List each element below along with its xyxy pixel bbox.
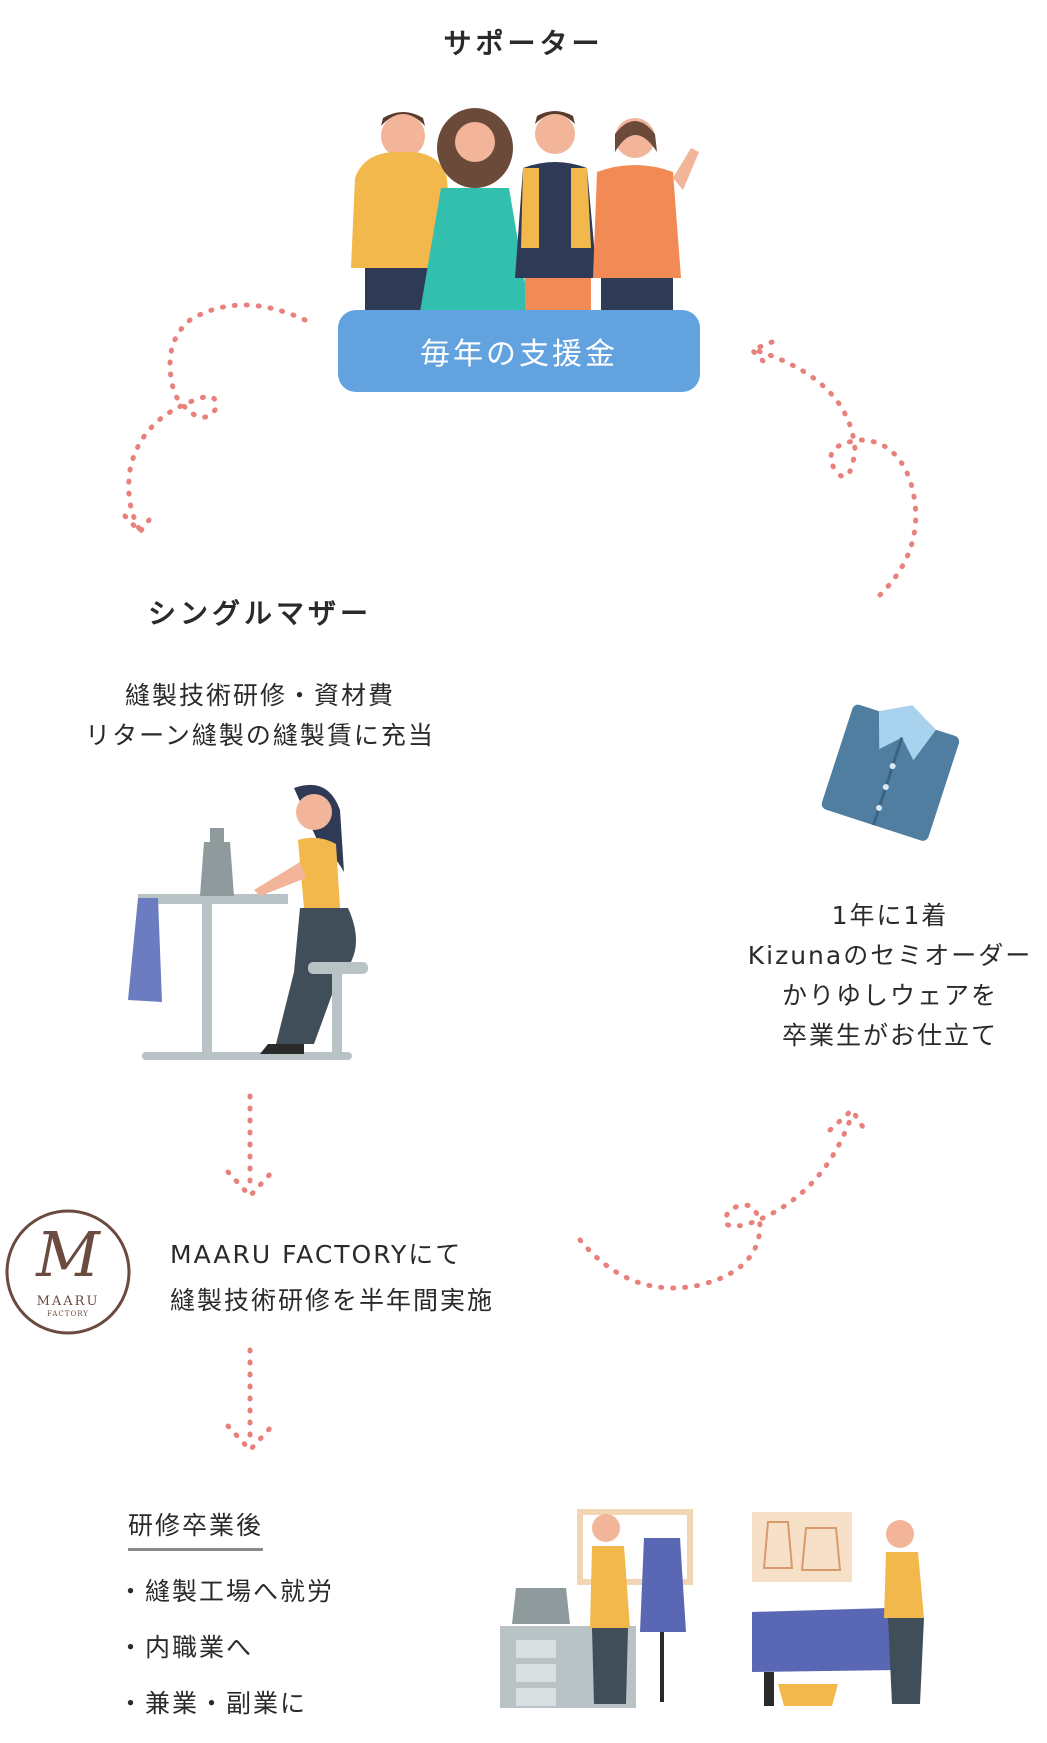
graduation-heading: 研修卒業後 — [128, 1506, 264, 1551]
shirt-line-4: 卒業生がお仕立て — [781, 1021, 998, 1050]
tailor-workshop-illustration — [500, 1509, 693, 1708]
factory-line-2: 縫製技術研修を半年間実施 — [170, 1286, 495, 1315]
supporter-heading: サポーター — [443, 27, 604, 60]
graduation-item-1: ・縫製工場へ就労 — [118, 1577, 335, 1606]
shirt-line-3: かりゆしウェアを — [781, 981, 998, 1010]
arrow-shirt-to-supporter — [752, 347, 919, 598]
logo-wordmark: MAARU — [36, 1294, 100, 1309]
single-mother-line-1: 縫製技術研修・資材費 — [124, 681, 395, 710]
shirt-line-1: 1年に1着 — [831, 901, 949, 930]
single-mother-heading: シングルマザー — [147, 597, 372, 630]
arrow-supporter-to-mother — [126, 302, 308, 533]
support-fund-pill: 毎年の支援金 — [338, 310, 700, 392]
logo-initial: M — [36, 1218, 100, 1291]
graduation-list: ・縫製工場へ就労 ・内職業へ ・兼業・副業に — [118, 1572, 334, 1740]
shirt-description: 1年に1着 Kizunaのセミオーダー かりゆしウェアを 卒業生がお仕立て — [730, 896, 1047, 1056]
arrow-factory-to-shirt — [577, 1117, 853, 1291]
sewing-woman-illustration — [128, 784, 368, 1060]
single-mother-line-2: リターン縫製の縫製賃に充当 — [85, 721, 435, 750]
shirt-illustration — [821, 704, 960, 841]
single-mother-description: 縫製技術研修・資材費 リターン縫製の縫製賃に充当 — [40, 676, 480, 756]
graduation-item-2: ・内職業へ — [118, 1633, 254, 1662]
factory-line-1: MAARU FACTORYにて — [170, 1240, 463, 1269]
supporter-group-illustration — [351, 108, 699, 318]
factory-description: MAARU FACTORYにて 縫製技術研修を半年間実施 — [170, 1232, 570, 1324]
maaru-factory-logo — [5, 1209, 131, 1335]
graduation-item-3: ・兼業・副業に — [118, 1689, 308, 1718]
shirt-line-2: Kizunaのセミオーダー — [747, 941, 1033, 970]
logo-subtext: FACTORY — [47, 1310, 89, 1318]
tailor-cutting-illustration — [752, 1512, 924, 1706]
